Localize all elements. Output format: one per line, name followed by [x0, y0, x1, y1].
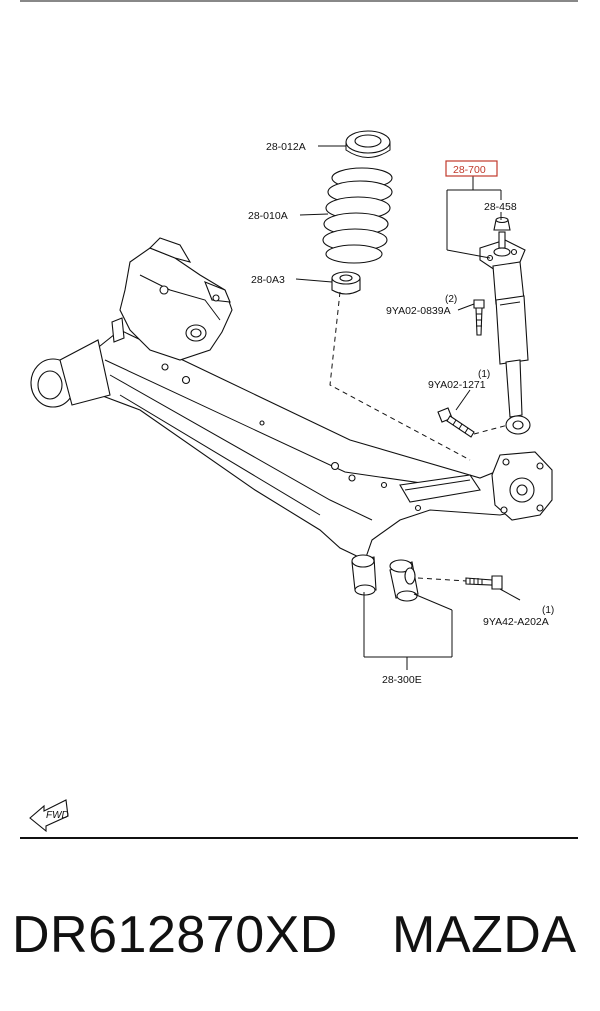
spring-insulator	[331, 271, 361, 295]
callout-spring-insulator[interactable]: 28-0A3	[251, 274, 285, 286]
lower-bolt	[437, 407, 475, 438]
callout-shock-nut[interactable]: 28-458	[484, 201, 517, 213]
qty-upper-bolt: (2)	[445, 294, 457, 305]
leader-lines	[295, 145, 521, 670]
upper-bolt	[473, 299, 485, 336]
coil-spring	[322, 167, 393, 264]
callout-bushing-bolt[interactable]: 9YA42-A202A	[483, 616, 549, 628]
part-number: DR612870XD	[12, 906, 338, 964]
highlight-box	[445, 160, 498, 177]
fwd-label: FWD	[46, 810, 69, 821]
qty-bushing-bolt: (1)	[542, 605, 554, 616]
callout-coil-spring[interactable]: 28-010A	[248, 210, 288, 222]
callout-trailing-bushing[interactable]: 28-300E	[382, 674, 422, 686]
lower-bolt-guide	[473, 424, 509, 435]
callout-coil-spring-seat[interactable]: 28-012A	[266, 141, 306, 153]
bushing-bolt	[417, 575, 503, 590]
brand-name: MAZDA	[392, 906, 577, 964]
trailing-arm-bushing	[351, 554, 419, 602]
callout-shock-absorber[interactable]: 28-700	[453, 164, 486, 176]
footer: DR612870XD MAZDA	[0, 895, 600, 975]
spring-guide-line	[329, 291, 471, 461]
axle-beam	[30, 237, 553, 561]
suspension-diagram: FWD 28-012A 28-010A 28-0A3 28-700 28-458…	[20, 0, 578, 839]
shock-nut	[493, 216, 511, 231]
qty-lower-bolt: (1)	[478, 369, 490, 380]
fwd-arrow-icon: FWD	[29, 799, 69, 833]
coil-spring-seat	[345, 130, 391, 158]
callout-lower-bolt[interactable]: 9YA02-1271	[428, 379, 486, 391]
shock-absorber	[479, 231, 531, 435]
callout-upper-bolt[interactable]: 9YA02-0839A	[386, 305, 451, 317]
